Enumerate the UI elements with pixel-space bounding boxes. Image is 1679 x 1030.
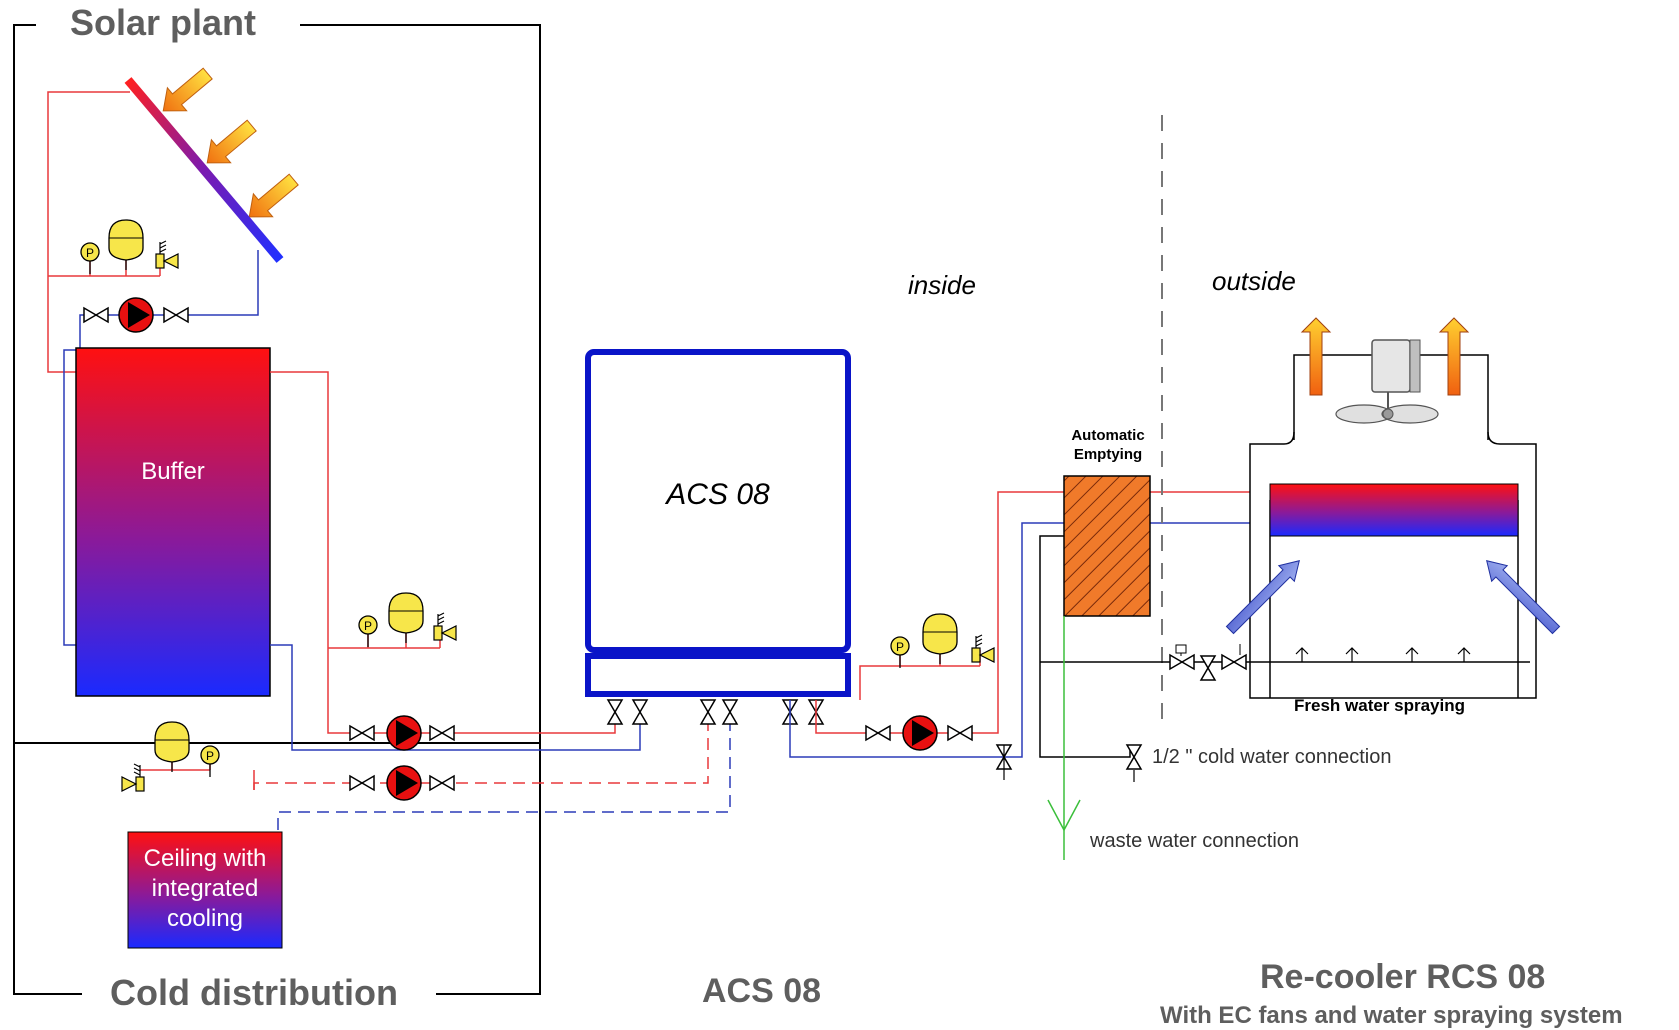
solar-collector	[124, 77, 284, 263]
recooler-subtitle: With EC fans and water spraying system	[1160, 1002, 1623, 1029]
acs-title: ACS 08	[702, 972, 822, 1010]
warm-air-arrows	[1300, 317, 1470, 396]
acs-unit-body	[585, 349, 851, 653]
acs-recooler-piping	[789, 491, 1250, 758]
buffer-label: Buffer	[141, 458, 205, 485]
buffer-acs-piping	[270, 371, 641, 751]
fresh-water-spraying-label: Fresh water spraying	[1294, 696, 1466, 715]
sun-rays	[162, 67, 299, 218]
solar-plant-title: Solar plant	[70, 2, 257, 43]
outside-label: outside	[1212, 266, 1296, 296]
acs-unit-base	[585, 653, 851, 697]
inside-label: inside	[908, 270, 976, 300]
cold-water-connection-label: 1/2 " cold water connection	[1152, 746, 1392, 768]
ceiling-label: Ceiling with integrated cooling	[143, 845, 267, 932]
recooler-coil	[1269, 483, 1519, 537]
cold-distribution-title: Cold distribution	[110, 972, 398, 1013]
automatic-emptying-label: Automatic Emptying	[1071, 427, 1145, 463]
acs-box-label: ACS 08	[666, 478, 770, 511]
water-lines	[1039, 535, 1530, 860]
ceiling-cooling-panel	[127, 831, 283, 949]
waste-water-connection-label: waste water connection	[1090, 830, 1300, 852]
air-intake-arrows	[1225, 560, 1561, 635]
cold-distribution-frame	[13, 743, 541, 995]
buffer-tank	[75, 347, 271, 697]
ec-fan	[1335, 339, 1439, 424]
recooler-title: Re-cooler RCS 08	[1260, 958, 1546, 996]
solar-plant-frame	[13, 24, 541, 745]
automatic-emptying-unit	[1063, 475, 1151, 617]
spray-nozzles	[1295, 647, 1471, 662]
